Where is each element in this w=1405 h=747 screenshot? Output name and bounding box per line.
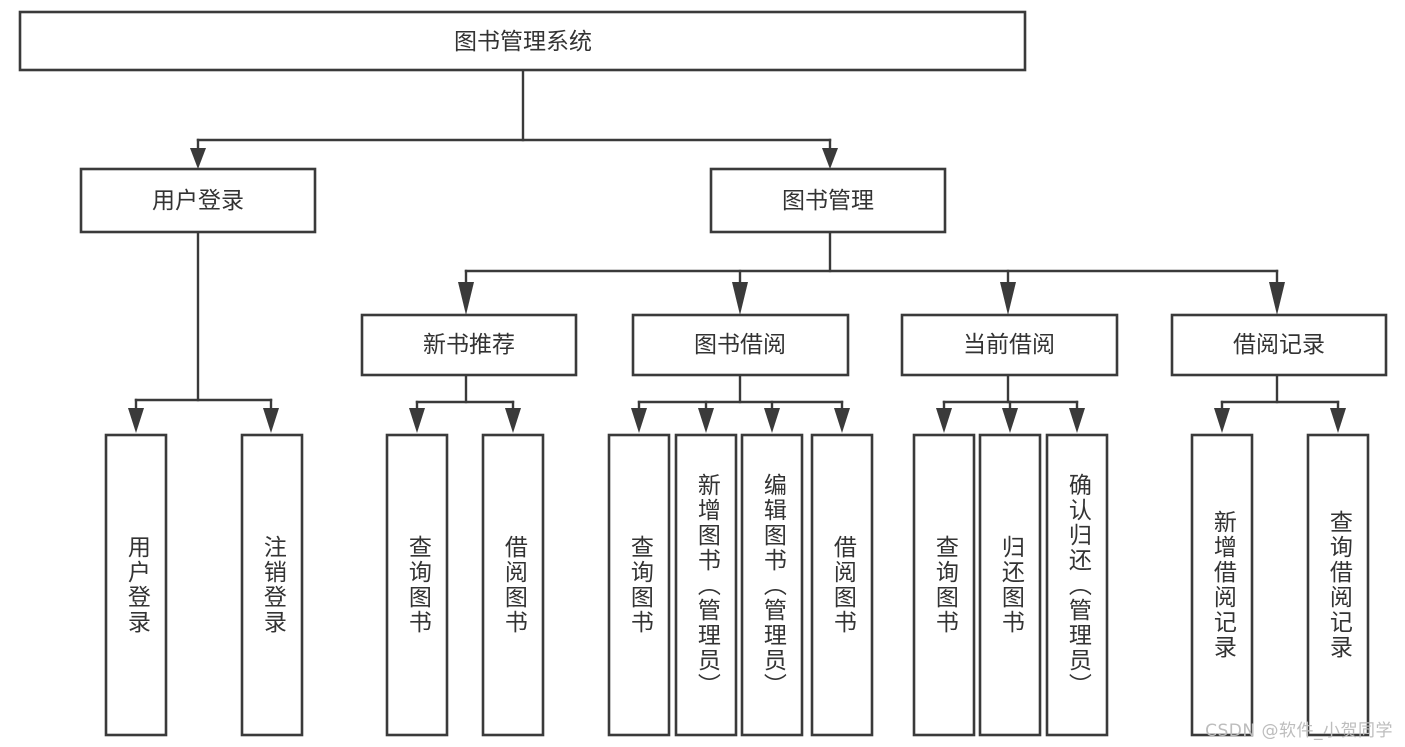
node-leaf-current-borrow-3[interactable] [1045,433,1109,737]
arrow-head-nbr-leaf-2 [505,408,521,433]
node-leaf-borrow-record-1[interactable] [1190,433,1254,737]
arrow-head-bb-leaf-4 [834,408,850,433]
arrow-head-cb-leaf-2 [1002,408,1018,433]
node-borrow-record-label: 借阅记录 [1233,332,1325,358]
csdn-watermark: CSDN @软件_小贺同学 [1205,721,1393,741]
node-leaf-book-borrow-4[interactable] [810,433,874,737]
arrow-head-cb-leaf-1 [936,408,952,433]
node-leaf-book-borrow-3[interactable] [740,433,804,737]
node-new-book-recommend-label: 新书推荐 [423,332,515,358]
arrow-head-level3-2 [732,282,748,315]
node-leaf-new-book-2[interactable] [481,433,545,737]
node-root-label: 图书管理系统 [454,29,592,55]
arrow-head-ul-leaf-2 [263,408,279,433]
arrow-head-bb-leaf-3 [764,408,780,433]
arrow-head-cb-leaf-3 [1069,408,1085,433]
node-layer: 图书管理系统 用户登录 图书管理 新书推荐 图书借阅 当前借阅 借阅记录 [18,10,1388,737]
arrow-head-br-leaf-1 [1214,408,1230,433]
node-leaf-borrow-record-2[interactable] [1306,433,1370,737]
node-new-book-recommend[interactable] [360,313,578,377]
node-book-borrow[interactable] [631,313,850,377]
node-leaf-current-borrow-2[interactable] [978,433,1042,737]
node-book-management[interactable] [709,167,947,234]
node-root-book-management-system[interactable] [18,10,1027,72]
node-leaf-book-borrow-2[interactable] [674,433,738,737]
arrow-head-level3-1 [458,282,474,315]
arrow-head-ul-leaf-1 [128,408,144,433]
node-current-borrow[interactable] [900,313,1119,377]
arrow-head-br-leaf-2 [1330,408,1346,433]
connector-layer [128,68,1346,433]
node-leaf-current-borrow-1[interactable] [912,433,976,737]
node-leaf-user-login-2[interactable] [240,433,304,737]
node-user-login[interactable] [79,167,317,234]
node-current-borrow-label: 当前借阅 [963,332,1055,358]
node-borrow-record[interactable] [1170,313,1388,377]
arrow-head-bb-leaf-2 [698,408,714,433]
arrow-head-user-login [190,148,206,169]
node-leaf-user-login-1[interactable] [104,433,168,737]
arrow-head-level3-3 [1000,282,1016,315]
node-leaf-book-borrow-1[interactable] [607,433,671,737]
arrow-head-level3-4 [1269,282,1285,315]
arrow-head-bb-leaf-1 [631,408,647,433]
node-book-management-label: 图书管理 [782,188,874,214]
node-book-borrow-label: 图书借阅 [694,332,786,358]
arrow-head-nbr-leaf-1 [409,408,425,433]
node-user-login-label: 用户登录 [152,188,244,214]
arrow-head-book-manage [822,148,838,169]
node-leaf-new-book-1[interactable] [385,433,449,737]
